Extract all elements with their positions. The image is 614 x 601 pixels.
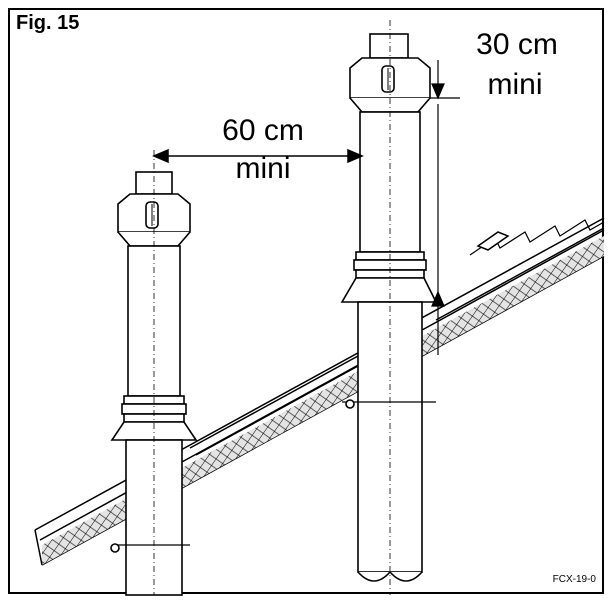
left-flue	[110, 171, 198, 596]
dimension-30cm-qualifier: mini	[487, 68, 543, 101]
figure-code: FCX-19-0	[552, 574, 596, 585]
dimension-60cm-value: 60 cm	[222, 114, 304, 147]
roof	[34, 217, 605, 566]
centerlines	[153, 20, 391, 595]
dimension-60cm-arrow	[152, 148, 364, 164]
right-flue	[340, 33, 438, 582]
figure-label: Fig. 15	[16, 12, 80, 34]
dimension-30cm-value: 30 cm	[476, 28, 558, 61]
dimension-60cm-qualifier: mini	[235, 152, 291, 185]
dimension-30cm-arrow	[430, 60, 460, 355]
